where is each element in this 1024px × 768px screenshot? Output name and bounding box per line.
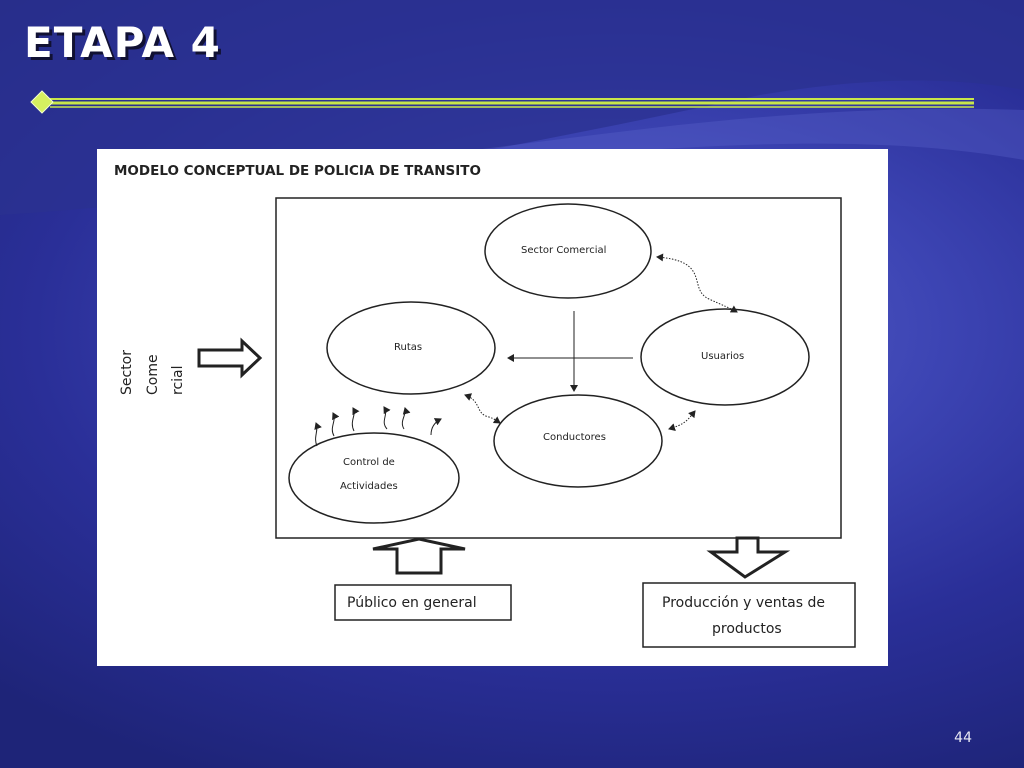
- arrow-rutas-conductores: [464, 393, 501, 424]
- rutas-ellipse: [326, 301, 496, 395]
- control-label-line1: Control de: [343, 457, 395, 468]
- side-label-line2: Come: [145, 354, 161, 395]
- usuarios-label: Usuarios: [701, 351, 745, 362]
- curved-arrow-1: [314, 422, 322, 447]
- title-rule: [30, 90, 974, 114]
- produccion-label-line1: Producción y ventas de: [662, 595, 825, 611]
- conductores-label: Conductores: [543, 432, 606, 443]
- curved-arrow-2: [331, 412, 340, 437]
- control-label-line2: Actividades: [340, 481, 398, 492]
- diamond-icon: [30, 90, 54, 114]
- down-block-arrow: [706, 536, 791, 579]
- sector-comercial-ellipse: [484, 203, 652, 299]
- rutas-label: Rutas: [394, 342, 423, 353]
- publico-box: [334, 584, 512, 621]
- produccion-label-line2: productos: [712, 621, 782, 637]
- curved-arrow-5: [401, 407, 411, 430]
- arrow-usuarios-conductores: [668, 410, 696, 432]
- conductores-ellipse: [493, 394, 663, 488]
- control-actividades-ellipse: [288, 432, 460, 524]
- up-block-arrow: [372, 537, 466, 575]
- curved-arrow-4: [383, 406, 391, 430]
- conceptual-model-figure: MODELO CONCEPTUAL DE POLICIA DE TRANSITO…: [97, 149, 888, 666]
- page-number: 44: [954, 730, 972, 746]
- curved-arrow-6: [430, 418, 442, 436]
- arrow-comercial-usuarios: [656, 253, 738, 313]
- produccion-box: [642, 582, 856, 648]
- side-label-line3: rcial: [170, 365, 186, 395]
- curved-arrow-3: [351, 407, 360, 432]
- sector-comercial-label: Sector Comercial: [521, 245, 607, 256]
- slide-title: ETAPA 4: [24, 18, 221, 67]
- system-boundary: [275, 197, 842, 539]
- diagram-graphics: [197, 197, 856, 648]
- input-block-arrow: [197, 337, 263, 379]
- diagram-title: MODELO CONCEPTUAL DE POLICIA DE TRANSITO: [114, 163, 481, 179]
- side-label-line1: Sector: [119, 349, 135, 395]
- publico-label: Público en general: [347, 595, 477, 611]
